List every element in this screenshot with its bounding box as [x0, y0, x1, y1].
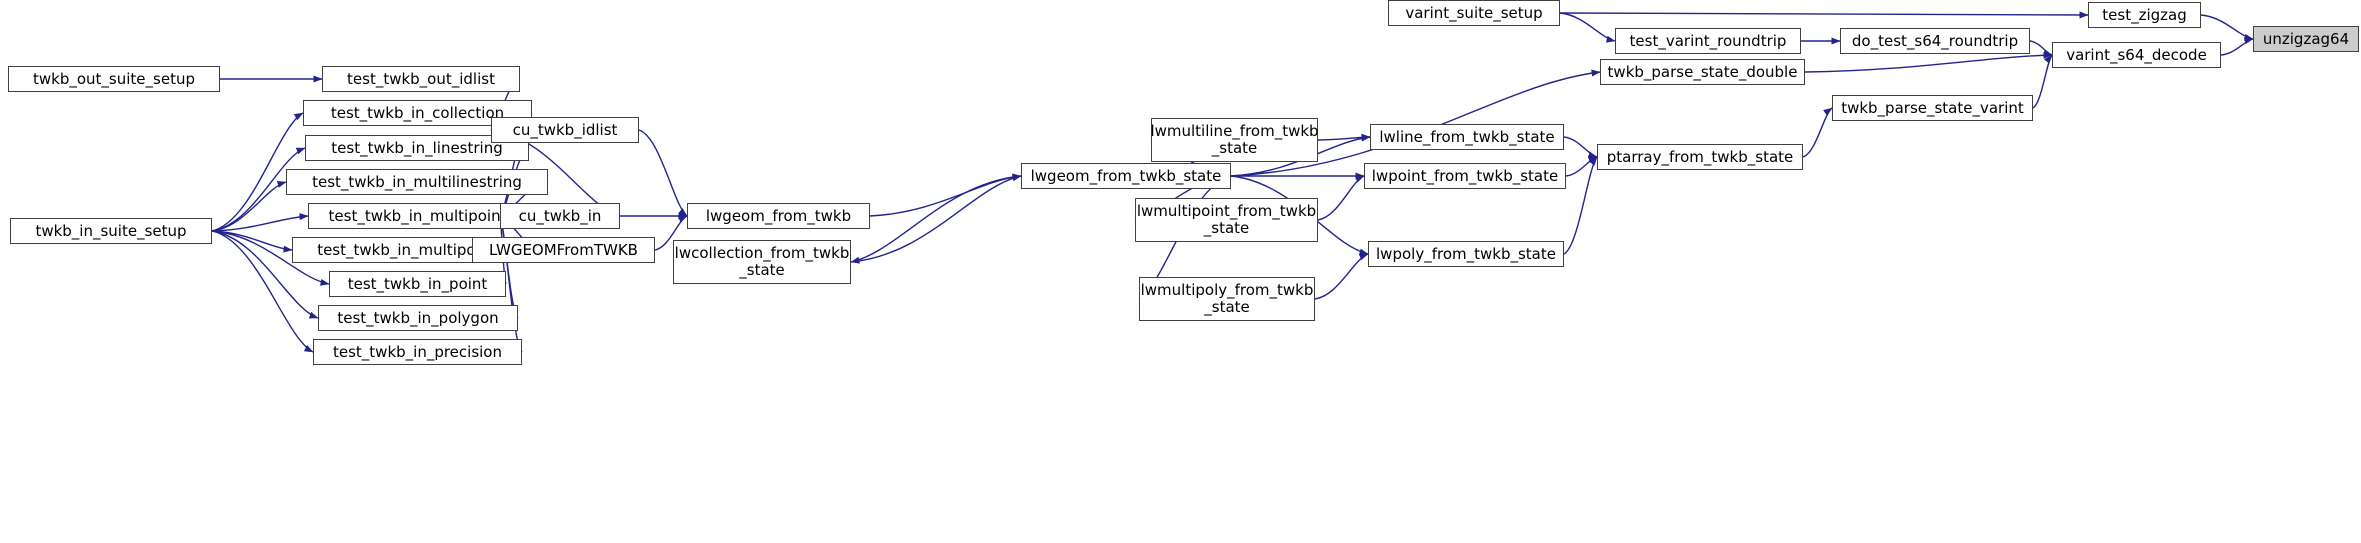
graph-edge-lwmultiline_from_twkb_state-to-lwline_from_twkb_state [1317, 133, 1371, 141]
graph-node-label: do_test_s64_roundtrip [1851, 31, 2019, 50]
graph-node-twkb_parse_state_varint[interactable]: twkb_parse_state_varint [1832, 95, 2033, 121]
graph-node-test_varint_roundtrip[interactable]: test_varint_roundtrip [1615, 28, 1801, 54]
graph-node-twkb_parse_state_double[interactable]: twkb_parse_state_double [1600, 59, 1805, 85]
graph-edge-test_zigzag-to-unzigzag64 [2200, 14, 2254, 41]
graph-node-lwpoly_from_twkb_state[interactable]: lwpoly_from_twkb_state [1368, 241, 1564, 267]
graph-node-label: test_twkb_in_collection [330, 103, 505, 122]
graph-edge-twkb_in_suite_setup-to-test_twkb_in_multilinestring [211, 180, 287, 232]
graph-node-label: test_twkb_in_point [347, 274, 488, 293]
graph-node-twkb_in_suite_setup[interactable]: twkb_in_suite_setup [10, 218, 212, 244]
graph-edge-twkb_in_suite_setup-to-test_twkb_in_multipoint [211, 213, 309, 232]
graph-node-test_twkb_in_precision[interactable]: test_twkb_in_precision [313, 339, 522, 365]
graph-edge-lwgeom_from_twkb-to-lwgeom_from_twkb_state [869, 173, 1022, 217]
graph-node-label: varint_suite_setup [1405, 3, 1543, 22]
graph-node-label: ptarray_from_twkb_state [1606, 147, 1794, 166]
graph-node-label: lwpoly_from_twkb_state [1376, 244, 1556, 263]
graph-node-label: lwmultipoint_from_twkb _state [1136, 202, 1317, 237]
graph-node-label: lwpoint_from_twkb_state [1371, 166, 1559, 185]
graph-node-label: twkb_out_suite_setup [33, 69, 195, 88]
graph-node-label: varint_s64_decode [2066, 45, 2207, 64]
graph-edge-lwcollection_from_twkb_state-to-lwgeom_from_twkb_state [850, 174, 1022, 263]
graph-edge-test_twkb_in_polygon-to-cu_twkb_in [499, 215, 519, 319]
graph-edge-varint_suite_setup-to-test_zigzag [1559, 11, 2089, 19]
graph-node-label: test_varint_roundtrip [1629, 31, 1787, 50]
graph-node-label: lwgeom_from_twkb_state [1030, 166, 1222, 185]
graph-node-label: cu_twkb_idlist [512, 120, 618, 139]
graph-node-test_twkb_in_multilinestring[interactable]: test_twkb_in_multilinestring [286, 169, 548, 195]
graph-node-label: test_twkb_in_multipolygon [317, 240, 517, 259]
graph-node-lwline_from_twkb_state[interactable]: lwline_from_twkb_state [1370, 124, 1564, 150]
graph-node-lwgeom_from_twkb[interactable]: lwgeom_from_twkb [687, 203, 870, 229]
graph-node-unzigzag64[interactable]: unzigzag64 [2253, 26, 2359, 52]
graph-node-do_test_s64_roundtrip[interactable]: do_test_s64_roundtrip [1840, 28, 2030, 54]
graph-edge-lwgeom_from_twkb_state-to-lwcollection_from_twkb_state [850, 175, 1022, 264]
graph-node-label: lwgeom_from_twkb [705, 206, 852, 225]
graph-node-label: test_twkb_in_linestring [331, 138, 503, 157]
graph-node-twkb_out_suite_setup[interactable]: twkb_out_suite_setup [8, 66, 220, 92]
graph-node-label: LWGEOMFromTWKB [489, 240, 638, 259]
graph-node-label: test_twkb_in_polygon [337, 308, 499, 327]
graph-node-cu_twkb_idlist[interactable]: cu_twkb_idlist [491, 117, 639, 143]
graph-edge-lwmultipoly_from_twkb_state-to-lwpoly_from_twkb_state [1314, 253, 1369, 300]
graph-edge-cu_twkb_idlist-to-lwgeom_from_twkb [638, 129, 688, 217]
graph-node-label: test_twkb_in_precision [332, 342, 502, 361]
graph-edge-twkb_in_suite_setup-to-test_twkb_in_multipolygon [211, 230, 293, 253]
graph-node-label: twkb_parse_state_double [1607, 62, 1798, 81]
graph-edge-lwpoint_from_twkb_state-to-ptarray_from_twkb_state [1565, 155, 1598, 177]
graph-node-test_twkb_in_polygon[interactable]: test_twkb_in_polygon [318, 305, 518, 331]
graph-edge-do_test_s64_roundtrip-to-varint_s64_decode [2029, 40, 2053, 57]
graph-edge-ptarray_from_twkb_state-to-twkb_parse_state_varint [1802, 107, 1833, 158]
graph-node-label: test_twkb_out_idlist [347, 69, 495, 88]
graph-node-lwgeom_from_twkb_state[interactable]: lwgeom_from_twkb_state [1021, 163, 1231, 189]
graph-node-test_twkb_in_multipoint[interactable]: test_twkb_in_multipoint [308, 203, 527, 229]
graph-edge-lwline_from_twkb_state-to-ptarray_from_twkb_state [1563, 136, 1598, 159]
graph-node-label: lwmultipoly_from_twkb _state [1140, 281, 1314, 316]
graph-node-LWGEOMFromTWKB[interactable]: LWGEOMFromTWKB [472, 237, 655, 263]
graph-edge-varint_suite_setup-to-test_varint_roundtrip [1559, 12, 1616, 43]
graph-node-label: cu_twkb_in [518, 206, 602, 225]
graph-node-label: unzigzag64 [2262, 29, 2350, 48]
graph-node-varint_s64_decode[interactable]: varint_s64_decode [2052, 42, 2221, 68]
graph-node-ptarray_from_twkb_state[interactable]: ptarray_from_twkb_state [1597, 144, 1803, 170]
graph-node-label: lwline_from_twkb_state [1379, 127, 1555, 146]
graph-node-lwmultipoint_from_twkb_state[interactable]: lwmultipoint_from_twkb _state [1135, 198, 1318, 242]
graph-edge-varint_s64_decode-to-unzigzag64 [2220, 37, 2254, 56]
graph-node-cu_twkb_in[interactable]: cu_twkb_in [500, 203, 620, 229]
graph-node-varint_suite_setup[interactable]: varint_suite_setup [1388, 0, 1560, 26]
graph-node-test_twkb_in_point[interactable]: test_twkb_in_point [329, 271, 506, 297]
graph-node-label: lwcollection_from_twkb _state [674, 244, 850, 279]
graph-node-label: test_zigzag [2102, 5, 2187, 24]
graph-edge-lwmultipoint_from_twkb_state-to-lwpoint_from_twkb_state [1317, 175, 1365, 221]
graph-node-lwmultipoly_from_twkb_state[interactable]: lwmultipoly_from_twkb _state [1139, 277, 1315, 321]
graph-node-lwmultiline_from_twkb_state[interactable]: lwmultiline_from_twkb _state [1150, 118, 1319, 162]
graph-node-test_twkb_out_idlist[interactable]: test_twkb_out_idlist [322, 66, 520, 92]
graph-node-label: test_twkb_in_multilinestring [312, 172, 522, 191]
graph-node-lwcollection_from_twkb_state[interactable]: lwcollection_from_twkb _state [673, 240, 851, 284]
graph-node-label: lwmultiline_from_twkb _state [1150, 122, 1319, 157]
graph-edge-twkb_parse_state_varint-to-varint_s64_decode [2032, 54, 2053, 109]
graph-edge-lwpoly_from_twkb_state-to-ptarray_from_twkb_state [1563, 156, 1598, 255]
graph-node-test_zigzag[interactable]: test_zigzag [2088, 2, 2201, 28]
graph-node-label: test_twkb_in_multipoint [328, 206, 507, 225]
graph-node-lwpoint_from_twkb_state[interactable]: lwpoint_from_twkb_state [1364, 163, 1566, 189]
graph-node-label: twkb_in_suite_setup [35, 221, 187, 240]
graph-node-label: twkb_parse_state_varint [1841, 98, 2024, 117]
graph-edge-twkb_parse_state_double-to-varint_s64_decode [1804, 51, 2053, 73]
